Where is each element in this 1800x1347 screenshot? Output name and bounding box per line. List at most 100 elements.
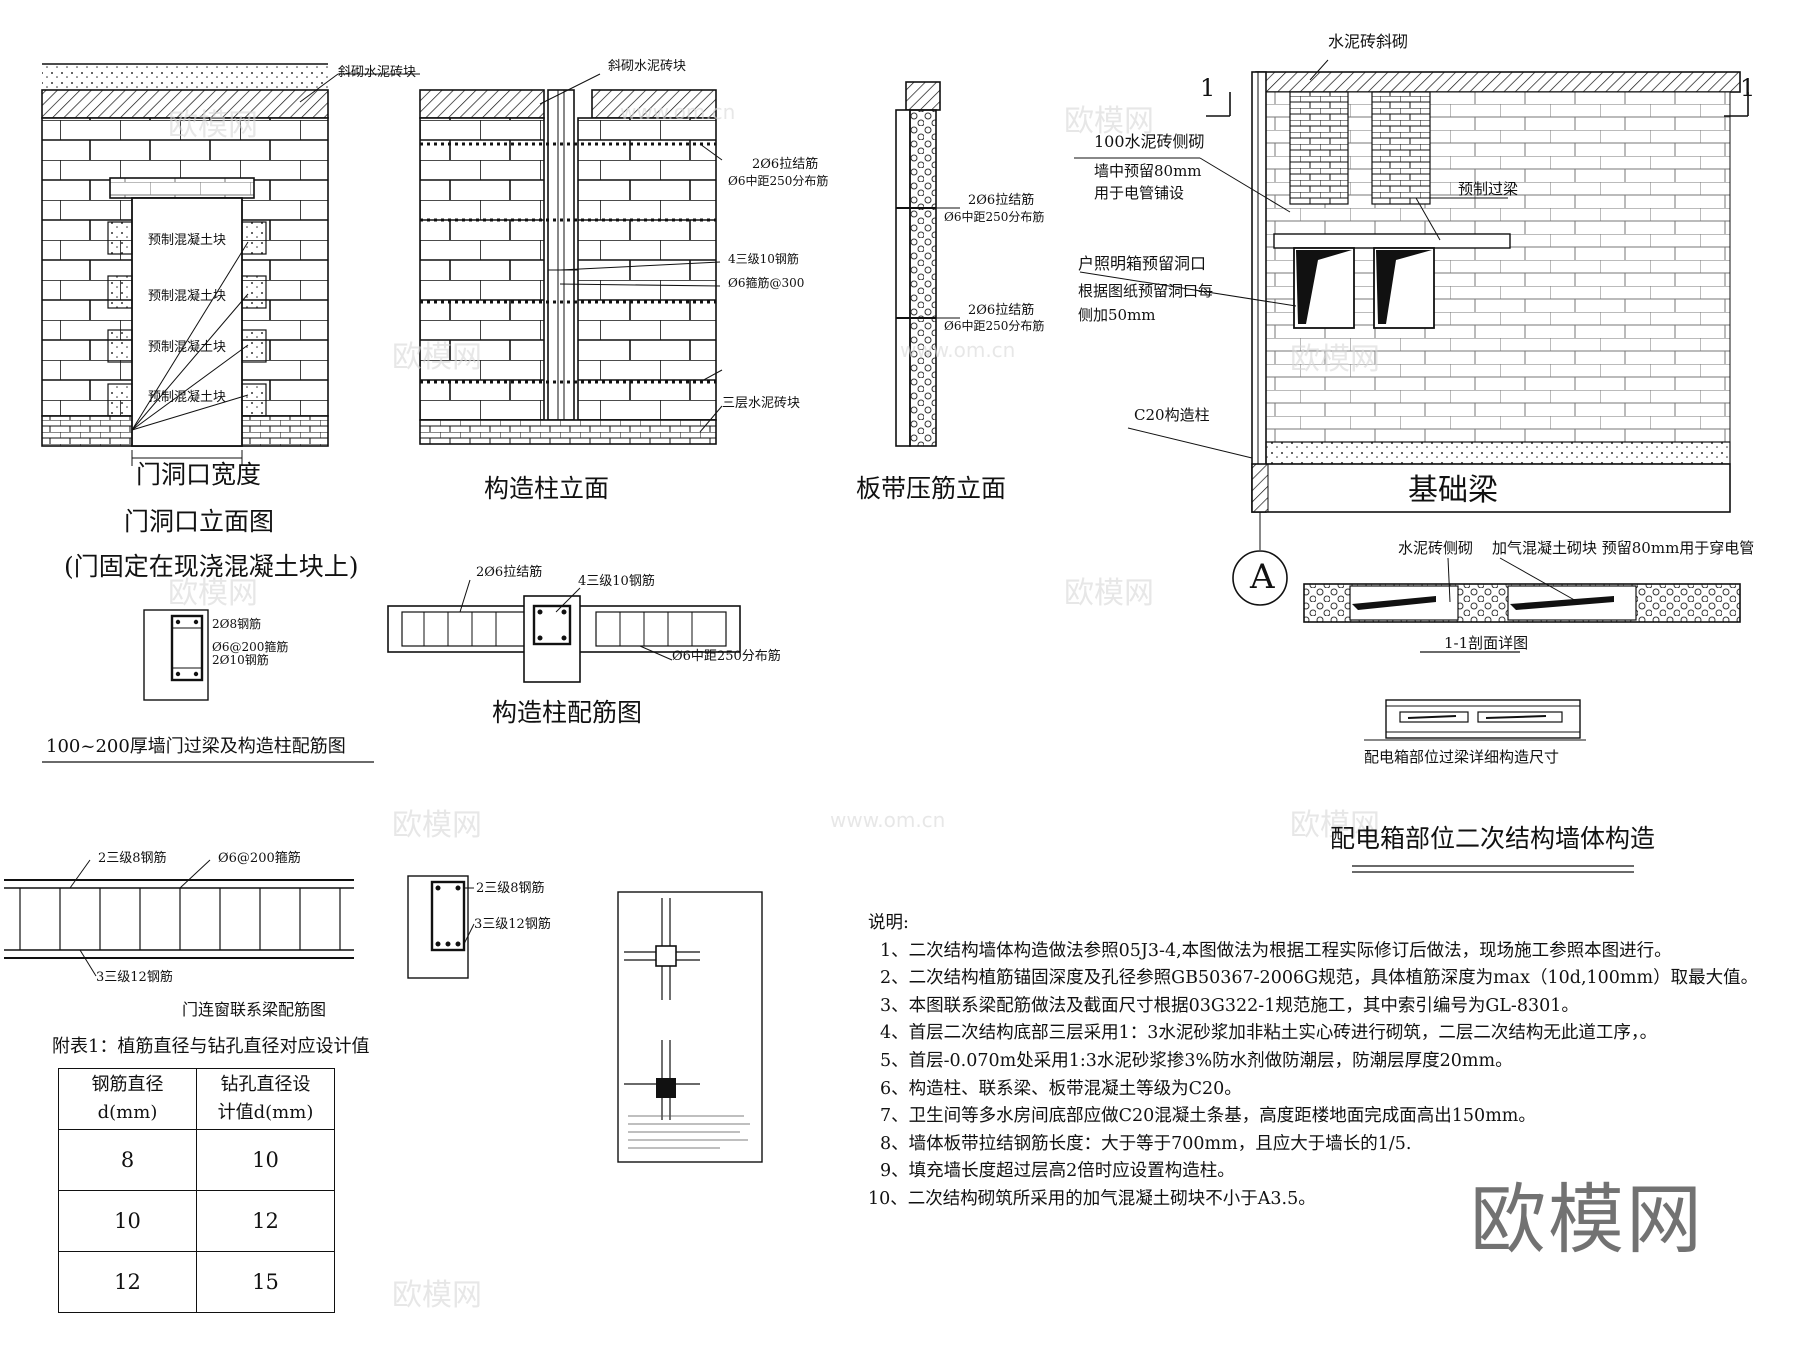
header-rebar-diameter: 钢筋直径 — [91, 1074, 164, 1095]
table-cell: 12 — [196, 1190, 335, 1252]
beam-stirrup-label: Ø6@200箍筋 — [218, 851, 301, 866]
drill-diameter-table: 钢筋直径 d(mm) 钻孔直径设计值d(mm) 8 10 10 12 12 15 — [58, 1068, 335, 1313]
colrebar-dist-label: Ø6中距250分布筋 — [672, 649, 781, 664]
box-hole-label-1: 户照明箱预留洞口 — [1078, 254, 1207, 273]
column-tie-label: 2Ø6拉结筋 — [752, 157, 819, 172]
lintel-section — [143, 609, 209, 701]
section-mark-right: 1 — [1740, 74, 1756, 102]
distribution-box-wall — [1074, 59, 1749, 606]
table-cell: 12 — [58, 1251, 197, 1313]
section-right-label: 加气混凝土砌块 预留80mm用于穿电管 — [1492, 539, 1755, 557]
lintel-rebar2-label: Ø6@200箍筋 — [212, 640, 289, 654]
header-drill-diameter: 钻孔直径设 — [220, 1074, 311, 1095]
note-item: 7、卫生间等多水房间底部应做C20混凝土条基，高度距楼地面完成面高出150mm。 — [880, 1106, 1536, 1127]
watermark-url: www.om.cn — [620, 100, 736, 124]
door-block-label-4: 预制混凝土块 — [148, 390, 227, 405]
header-drill-unit: 计值d(mm) — [217, 1102, 314, 1123]
watermark: 欧模网 — [392, 340, 482, 375]
table-caption: 附表1：植筋直径与钻孔直径对应设计值 — [52, 1036, 370, 1057]
band-tie2-label: 2Ø6拉结筋 — [968, 303, 1035, 318]
box-side-label: 100水泥砖侧砌 — [1094, 132, 1205, 151]
watermark: 欧模网 — [1290, 342, 1380, 377]
note-item: 8、墙体板带拉结钢筋长度：大于等于700mm，且应大于墙长的1/5. — [880, 1133, 1412, 1154]
watermark-logo: 欧模网 — [1470, 1175, 1704, 1264]
column-tie-sub-label: Ø6中距250分布筋 — [728, 174, 829, 188]
colrebar-title: 构造柱配筋图 — [492, 698, 643, 727]
column-elevation — [419, 73, 723, 445]
beam-sec-top-label: 2三级8钢筋 — [476, 881, 545, 896]
box-column-label: C20构造柱 — [1134, 406, 1210, 424]
column-title: 构造柱立面 — [484, 474, 610, 503]
watermark: 欧模网 — [1064, 104, 1154, 139]
table-cell: 10 — [196, 1129, 335, 1191]
band-elevation — [895, 81, 960, 447]
table-cell: 15 — [196, 1251, 335, 1313]
note-item: 2、二次结构植筋锚固深度及孔径参照GB50367-2006G规范，具体植筋深度为… — [880, 968, 1759, 989]
column-top-label: 斜砌水泥砖块 — [608, 59, 687, 74]
box-detail-title: 配电箱部位过梁详细构造尺寸 — [1364, 748, 1560, 766]
door-width-label: 门洞口宽度 — [136, 460, 262, 489]
note-item: 6、构造柱、联系梁、板带混凝土等级为C20。 — [880, 1078, 1242, 1099]
note-item: 4、首层二次结构底部三层采用1：3水泥砂浆加非粘土实心砖进行砌筑，二层二次结构无… — [880, 1023, 1658, 1044]
table-row: 8 10 — [58, 1129, 335, 1191]
colrebar-steel-label: 4三级10钢筋 — [578, 574, 655, 589]
box-top-label: 水泥砖斜砌 — [1328, 32, 1409, 51]
beam-title: 门连窗联系梁配筋图 — [182, 1000, 327, 1019]
table-header-cell: 钢筋直径 d(mm) — [58, 1068, 197, 1130]
note-item: 9、填充墙长度超过层高2倍时应设置构造柱。 — [880, 1161, 1235, 1182]
box-reserve-label-2: 用于电管铺设 — [1094, 184, 1185, 202]
column-base-label: 三层水泥砖块 — [722, 396, 801, 411]
header-rebar-unit: d(mm) — [97, 1102, 158, 1123]
watermark: 欧模网 — [392, 808, 482, 843]
band-tie1-sub-label: Ø6中距250分布筋 — [944, 210, 1045, 224]
column-rebar-plan — [387, 579, 741, 683]
lintel-rebar3-label: 2Ø10钢筋 — [212, 653, 269, 667]
table-header-cell: 钻孔直径设计值d(mm) — [196, 1068, 335, 1130]
door-block-label-2: 预制混凝土块 — [148, 289, 227, 304]
watermark: 欧模网 — [1064, 576, 1154, 611]
watermark-url: www.om.cn — [900, 338, 1016, 362]
door-title: 门洞口立面图 — [124, 507, 275, 536]
table-header-row: 钢筋直径 d(mm) 钻孔直径设计值d(mm) — [58, 1068, 335, 1130]
watermark: 欧模网 — [168, 108, 258, 143]
table-cell: 10 — [58, 1190, 197, 1252]
box-detail — [1352, 699, 1634, 873]
door-elevation — [41, 63, 420, 466]
notes-heading: 说明: — [868, 913, 909, 933]
colrebar-tie-label: 2Ø6拉结筋 — [476, 565, 543, 580]
section-1-1 — [1303, 557, 1741, 653]
column-steel-label: 4三级10钢筋 — [728, 252, 799, 266]
foundation-beam-label: 基础梁 — [1408, 473, 1498, 508]
watermark: 欧模网 — [168, 576, 258, 611]
beam-sec-bottom-label: 3三级12钢筋 — [474, 917, 551, 932]
note-item: 10、二次结构砌筑所采用的加气混凝土砌块不小于A3.5。 — [868, 1188, 1316, 1209]
small-detail-sheet — [617, 891, 763, 1163]
watermark: 欧模网 — [392, 1278, 482, 1313]
lintel-rebar1-label: 2Ø8钢筋 — [212, 617, 262, 631]
section-title: 1-1剖面详图 — [1444, 634, 1529, 652]
door-top-label: 斜砌水泥砖块 — [338, 65, 417, 80]
notes-block: 说明: 1、二次结构墙体构造做法参照05J3-4,本图做法为根据工程实际修订后做… — [868, 910, 1793, 1214]
note-item: 5、首层-0.070m处采用1:3水泥砂浆掺3%防水剂做防潮层，防潮层厚度20m… — [880, 1050, 1513, 1071]
column-stirrup-label: Ø6箍筋@300 — [728, 276, 805, 290]
section-left-label: 水泥砖侧砌 — [1398, 539, 1474, 557]
table-row: 12 15 — [58, 1251, 335, 1313]
box-reserve-label-1: 墙中预留80mm — [1094, 162, 1202, 180]
box-hole-label-3: 侧加50mm — [1078, 306, 1156, 324]
band-title: 板带压筋立面 — [856, 474, 1007, 503]
note-item: 1、二次结构墙体构造做法参照05J3-4,本图做法为根据工程实际修订后做法，现场… — [880, 940, 1672, 961]
beam-top-label: 2三级8钢筋 — [98, 851, 167, 866]
main-title: 配电箱部位二次结构墙体构造 — [1330, 824, 1656, 853]
table-row: 10 12 — [58, 1190, 335, 1252]
door-block-label-1: 预制混凝土块 — [148, 233, 227, 248]
table-cell: 8 — [58, 1129, 197, 1191]
band-tie1-label: 2Ø6拉结筋 — [968, 193, 1035, 208]
watermark: 欧模网 — [1290, 808, 1380, 843]
section-mark-left: 1 — [1200, 74, 1216, 102]
box-precast-label: 预制过梁 — [1458, 180, 1519, 198]
lintel-title: 100~200厚墙门过梁及构造柱配筋图 — [46, 736, 346, 757]
box-hole-label-2: 根据图纸预留洞口每 — [1078, 282, 1214, 300]
connecting-beam — [4, 859, 475, 979]
door-subtitle: (门固定在现浇混凝土块上) — [64, 552, 359, 581]
